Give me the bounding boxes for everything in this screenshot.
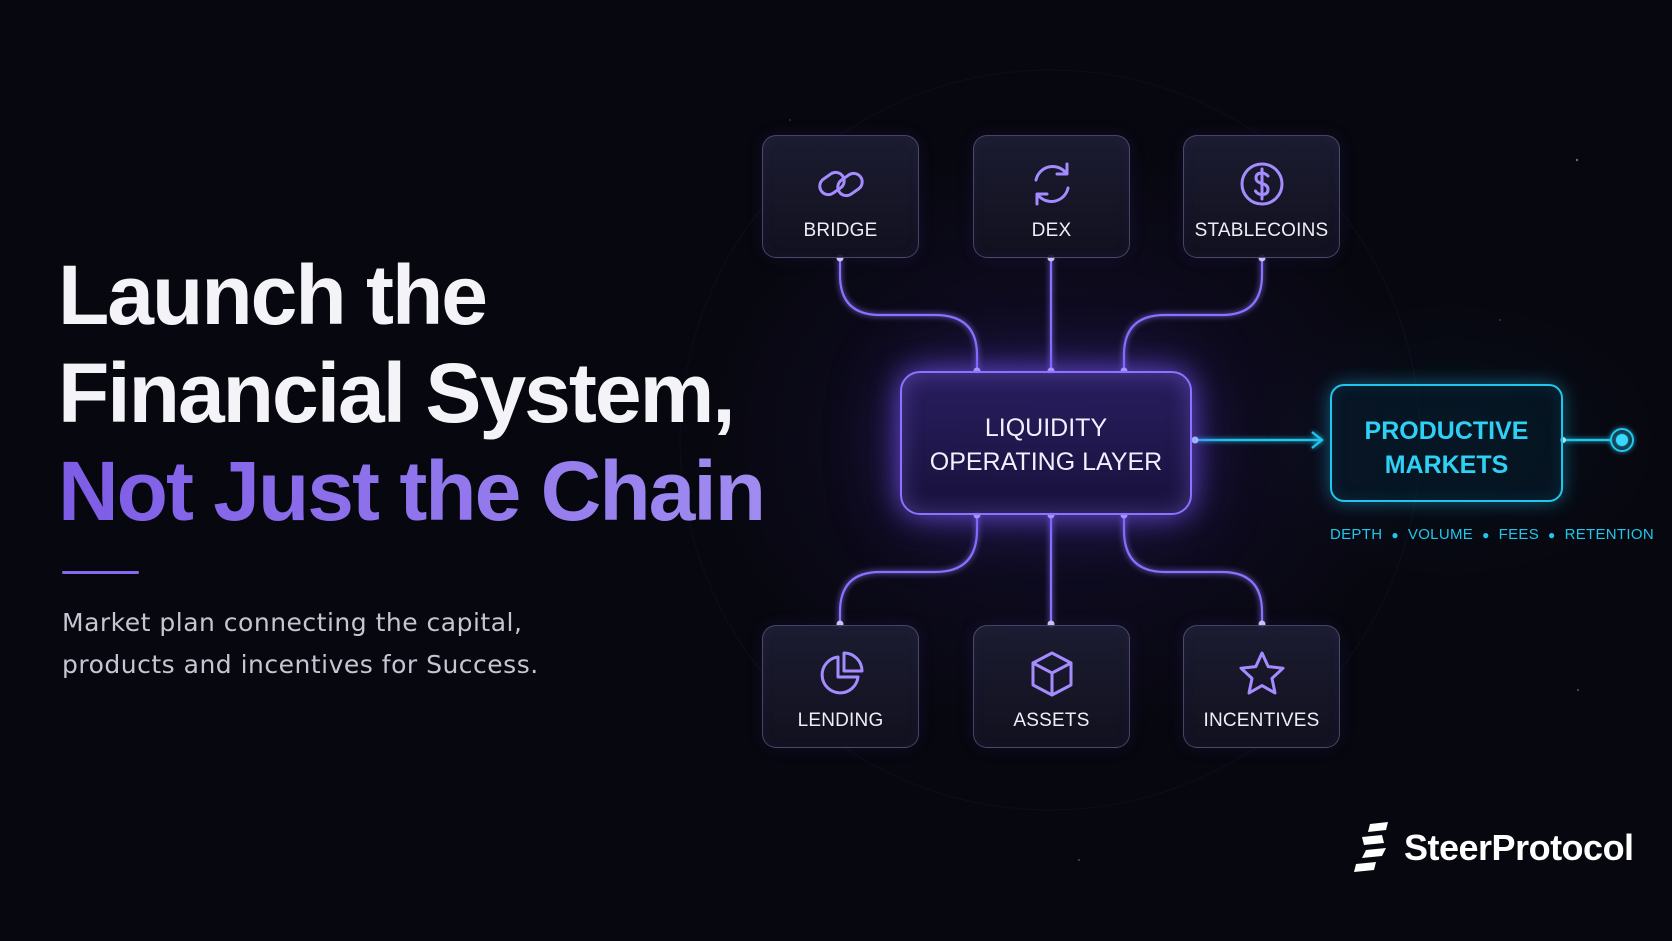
- node-label: STABLECOINS: [1194, 220, 1329, 241]
- node-stablecoins: STABLECOINS: [1183, 135, 1340, 258]
- node-label: INCENTIVES: [1203, 710, 1320, 731]
- headline: Launch the Financial System, Not Just th…: [58, 246, 766, 540]
- headline-divider: [62, 571, 139, 574]
- arrow-head: [1311, 431, 1324, 449]
- separator-dot: ●: [1391, 527, 1399, 542]
- headline-line-1: Launch the: [58, 248, 488, 342]
- productive-markets-line-1: PRODUCTIVE: [1364, 417, 1529, 445]
- node-label: ASSETS: [1013, 710, 1090, 731]
- headline-line-2: Financial System,: [58, 346, 736, 440]
- link-icon: [815, 158, 867, 210]
- node-label: LENDING: [797, 710, 884, 731]
- productive-markets-label: PRODUCTIVE MARKETS: [1332, 414, 1561, 482]
- node-dex: DEX: [973, 135, 1130, 258]
- subtitle-line-1: Market plan connecting the capital,: [62, 608, 523, 637]
- metrics-row: DEPTH ● VOLUME ● FEES ● RETENTION: [1330, 526, 1654, 543]
- metric-depth: DEPTH: [1330, 526, 1383, 543]
- hub-label-line-1: LIQUIDITY: [984, 414, 1108, 442]
- subtitle: Market plan connecting the capital, prod…: [62, 602, 539, 686]
- headline-line-3: Not Just the Chain: [58, 444, 766, 538]
- star-dot: [1078, 859, 1080, 861]
- separator-dot: ●: [1548, 527, 1556, 542]
- star-dot: [1577, 689, 1579, 691]
- node-label: DEX: [1031, 220, 1072, 241]
- steer-logo-icon: [1352, 822, 1390, 874]
- hub-label: LIQUIDITY OPERATING LAYER: [902, 411, 1190, 479]
- metric-volume: VOLUME: [1407, 526, 1474, 543]
- connector-incentives: [1122, 515, 1264, 624]
- steer-protocol-logo: SteerProtocol: [1352, 820, 1634, 876]
- hub-label-line-2: OPERATING LAYER: [929, 448, 1163, 476]
- node-bridge: BRIDGE: [762, 135, 919, 258]
- node-incentives: INCENTIVES: [1183, 625, 1340, 748]
- connector-lending: [838, 515, 979, 624]
- hub-liquidity-operating-layer: LIQUIDITY OPERATING LAYER: [900, 371, 1192, 515]
- star-dot: [1499, 319, 1501, 321]
- metric-fees: FEES: [1498, 526, 1540, 543]
- separator-dot: ●: [1482, 527, 1490, 542]
- connector-bridge: [838, 258, 979, 371]
- swap-cycle-icon: [1026, 158, 1078, 210]
- dollar-coin-icon: [1236, 158, 1288, 210]
- node-lending: LENDING: [762, 625, 919, 748]
- metric-retention: RETENTION: [1564, 526, 1654, 543]
- hub-out-dot: [1191, 436, 1199, 444]
- output-endpoint-dot: [1616, 434, 1628, 446]
- cube-icon: [1026, 648, 1078, 700]
- star-dot: [1575, 158, 1579, 162]
- subtitle-line-2: products and incentives for Success.: [62, 650, 539, 679]
- productive-markets-line-2: MARKETS: [1384, 451, 1509, 479]
- connector-stablecoins: [1122, 258, 1264, 371]
- star-dot: [789, 119, 791, 121]
- node-assets: ASSETS: [973, 625, 1130, 748]
- node-label: BRIDGE: [803, 220, 878, 241]
- pie-chart-icon: [815, 648, 867, 700]
- star-icon: [1236, 648, 1288, 700]
- output-endpoint-ring: [1610, 428, 1634, 452]
- productive-markets-box: PRODUCTIVE MARKETS: [1330, 384, 1563, 502]
- logo-text: SteerProtocol: [1404, 827, 1634, 868]
